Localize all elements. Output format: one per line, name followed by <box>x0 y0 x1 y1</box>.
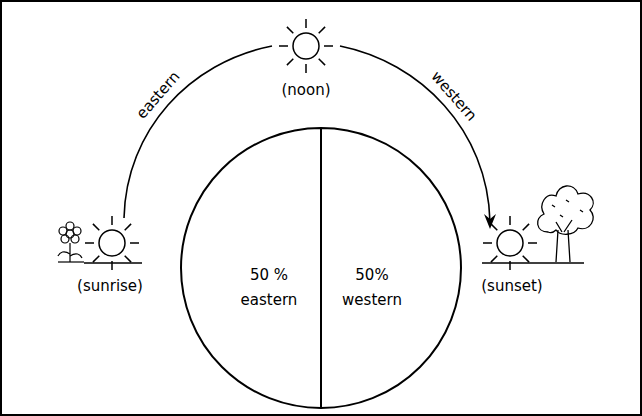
circle-half-right: 50% western <box>321 128 461 408</box>
half-disc-outline <box>321 128 461 408</box>
time-label: (sunset) <box>481 277 542 295</box>
time-label: (sunrise) <box>77 277 143 295</box>
time-label: (noon) <box>281 81 330 99</box>
flower-icon <box>58 222 84 262</box>
circle-half-left: 50 % eastern <box>181 128 321 408</box>
arrowhead <box>484 214 496 229</box>
share-text: 50 % eastern <box>229 263 309 314</box>
horizon-line <box>84 262 142 264</box>
sun-arc <box>124 46 272 218</box>
half-disc-path <box>181 128 321 408</box>
sunrise-sun <box>85 216 139 270</box>
half-disc-path <box>321 128 461 408</box>
noon-sun <box>279 19 333 73</box>
tree-icon <box>538 186 594 263</box>
arc-label: eastern <box>133 68 184 123</box>
share-text: 50% western <box>332 263 412 314</box>
horizon-line <box>482 262 545 264</box>
